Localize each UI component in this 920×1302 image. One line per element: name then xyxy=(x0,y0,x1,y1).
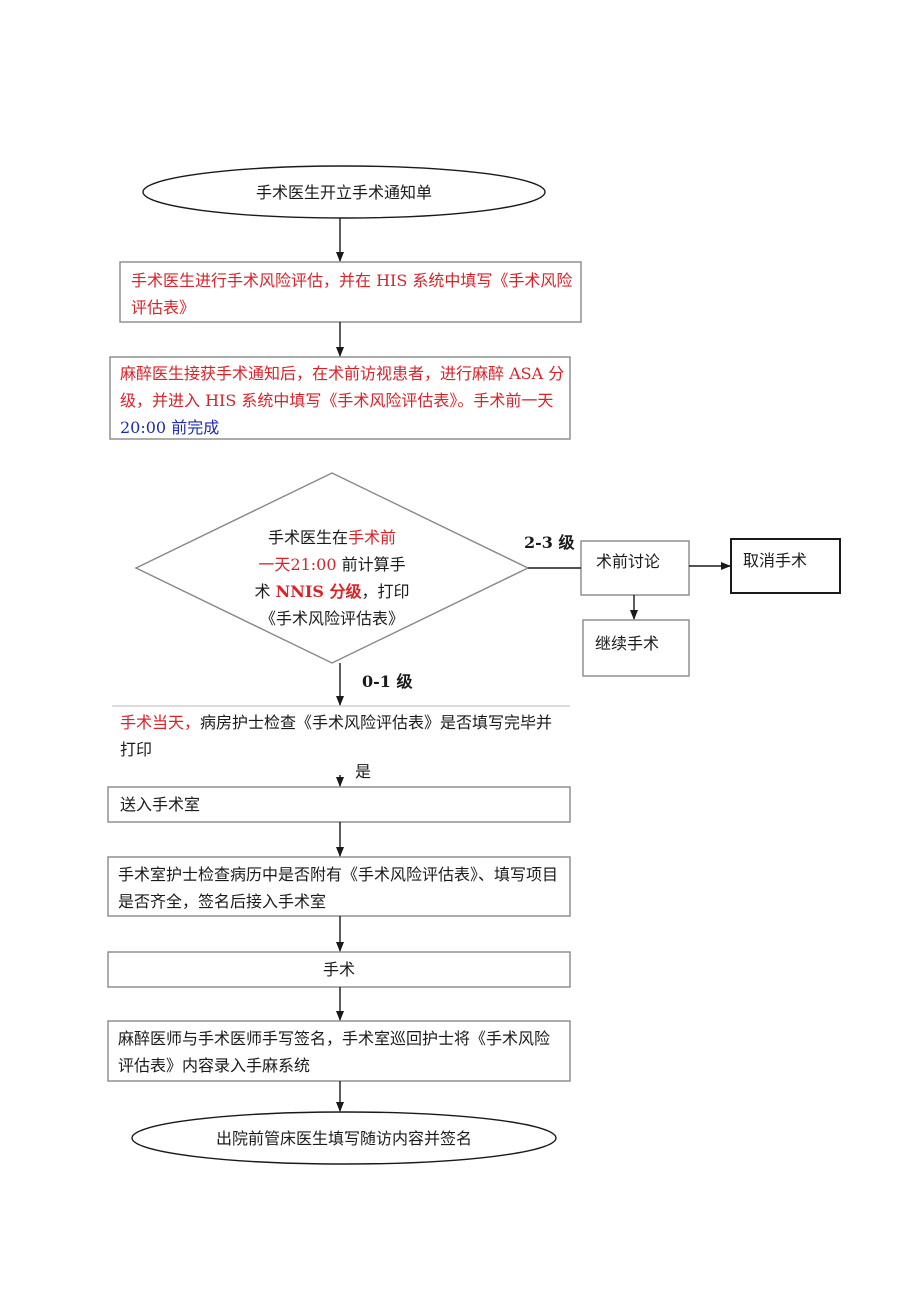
start-node-text: 手术医生开立手术通知单 xyxy=(255,183,432,202)
decision-line-3c: ，打印 xyxy=(361,582,410,601)
grade-low-label: 0-1 级 xyxy=(362,672,413,691)
continue-surgery-box xyxy=(582,619,690,677)
surgery-box xyxy=(107,951,571,988)
risk-assessment-text: 手术医生进行手术风险评估，并在 HIS 系统中填写《手术风险评估表》 xyxy=(131,271,573,317)
sign-record-box xyxy=(107,1020,571,1082)
anesthesia-text: 麻醉医生接获手术通知后，在术前访视患者，进行麻醉 ASA 分级，并进入 HIS … xyxy=(120,360,566,441)
yes-label: 是 xyxy=(355,762,372,781)
decision-line-1a: 手术医生在 xyxy=(267,528,348,547)
end-oval xyxy=(131,1111,557,1165)
sign-record-text: 麻醉医师与手术医师手写签名，手术室巡回护士将《手术风险评估表》内容录入手麻系统 xyxy=(118,1029,551,1075)
send-to-or-text: 送入手术室 xyxy=(120,795,201,814)
anesthesia-deadline-time: 20:00 xyxy=(120,418,167,437)
cancel-surgery-text: 取消手术 xyxy=(743,551,808,570)
ward-nurse-check-text: 手术当天，病房护士检查《手术风险评估表》是否填写完毕并打印 xyxy=(120,709,560,763)
anesthesia-text-main: 麻醉医生接获手术通知后，在术前访视患者，进行麻醉 ASA 分级，并进入 HIS … xyxy=(120,364,565,410)
or-nurse-check-box xyxy=(107,856,571,917)
decision-text: 手术医生在手术前 一天21:00 前计算手 术 NNIS 分级，打印 《手术风险… xyxy=(226,524,438,632)
decision-nnis-label: NNIS 分级 xyxy=(275,582,362,601)
decision-line-1b: 手术前 xyxy=(348,528,397,547)
or-nurse-check-text: 手术室护士检查病历中是否附有《手术风险评估表》、填写项目是否齐全，签名后接入手术… xyxy=(118,865,559,911)
anesthesia-text-deadline: 手术前一天 xyxy=(473,391,554,410)
decision-line-2a: 一天 xyxy=(258,555,291,574)
end-node-text: 出院前管床医生填写随访内容并签名 xyxy=(215,1129,472,1148)
start-oval xyxy=(142,165,546,219)
pre-op-discussion-text: 术前讨论 xyxy=(596,552,661,571)
send-to-or-box xyxy=(107,786,571,823)
grade-high-label: 2-3 级 xyxy=(524,533,575,552)
decision-line-1: 手术医生在手术前 xyxy=(226,524,438,551)
decision-line-2: 一天21:00 前计算手 xyxy=(226,551,438,578)
decision-line-3: 术 NNIS 分级，打印 xyxy=(226,578,438,605)
continue-surgery-text: 继续手术 xyxy=(595,634,660,653)
decision-diamond xyxy=(134,472,530,664)
ward-nurse-check-day: 手术当天， xyxy=(120,713,201,732)
anesthesia-box xyxy=(109,356,571,440)
surgery-text: 手术 xyxy=(322,960,355,979)
decision-line-2c: 前计算手 xyxy=(336,555,406,574)
cancel-surgery-box xyxy=(730,538,841,594)
decision-line-2b: 21:00 xyxy=(290,555,337,574)
ward-nurse-check-body: 病房护士检查《手术风险评估表》是否填写完毕并打印 xyxy=(120,713,553,759)
risk-assessment-box xyxy=(119,261,582,323)
decision-line-3a: 术 xyxy=(254,582,276,601)
decision-line-4: 《手术风险评估表》 xyxy=(259,609,404,628)
anesthesia-text-end: 前完成 xyxy=(166,418,220,437)
